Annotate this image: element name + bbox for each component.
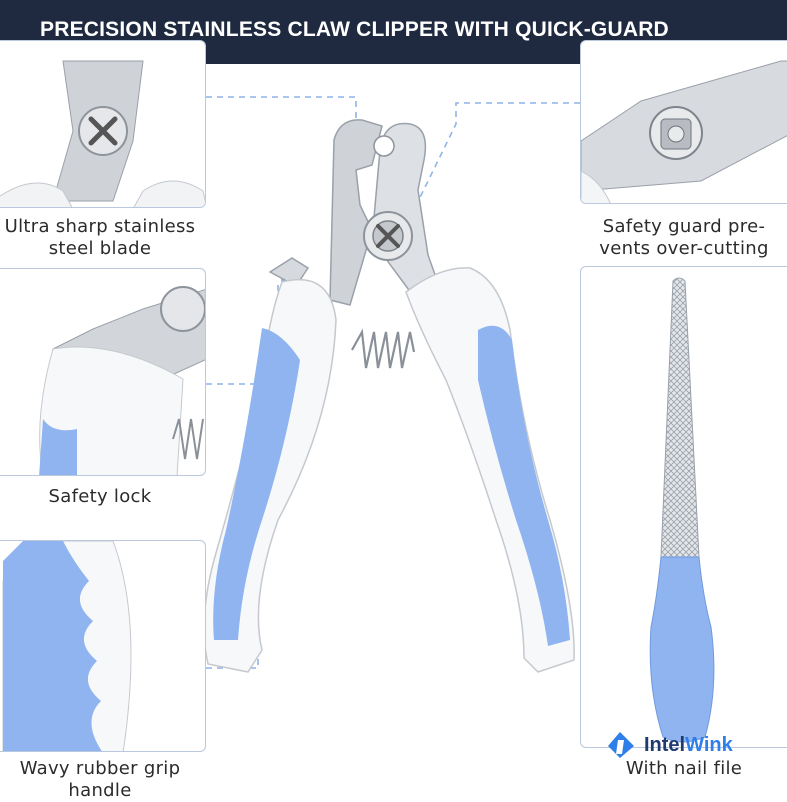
grip-closeup-image <box>2 541 132 751</box>
clipper-illustration <box>203 119 575 673</box>
safety-guard-closeup-image <box>581 60 787 203</box>
blade-closeup-image <box>0 60 205 207</box>
panel-grip <box>0 540 206 752</box>
panel-blade <box>0 40 206 208</box>
caption-safety-lock: Safety lock <box>48 486 152 507</box>
spring-icon <box>351 328 416 369</box>
nail-file-image <box>649 277 715 743</box>
grip-left <box>213 328 300 640</box>
panel-safety-lock <box>0 268 206 476</box>
brand-mark-icon <box>608 732 634 758</box>
file-handle-blue <box>649 556 715 743</box>
panel-nail-file <box>580 266 787 748</box>
caption-nail-file: With nail file <box>625 758 743 779</box>
caption-grip: Wavy rubber grip handle <box>19 758 181 801</box>
caption-safety-guard: Safety guard pre- vents over-cutting <box>599 216 769 259</box>
safety-lock-closeup-image <box>39 286 205 475</box>
grip-right <box>478 325 570 646</box>
caption-blade: Ultra sharp stainless steel blade <box>4 216 196 259</box>
brand-name: IntelWink <box>644 734 733 756</box>
blade-left <box>329 119 383 306</box>
panel-safety-guard <box>580 40 787 204</box>
product-title: PRECISION STAINLESS CLAW CLIPPER WITH QU… <box>40 18 669 41</box>
brand-logo: IntelWink <box>604 730 764 760</box>
